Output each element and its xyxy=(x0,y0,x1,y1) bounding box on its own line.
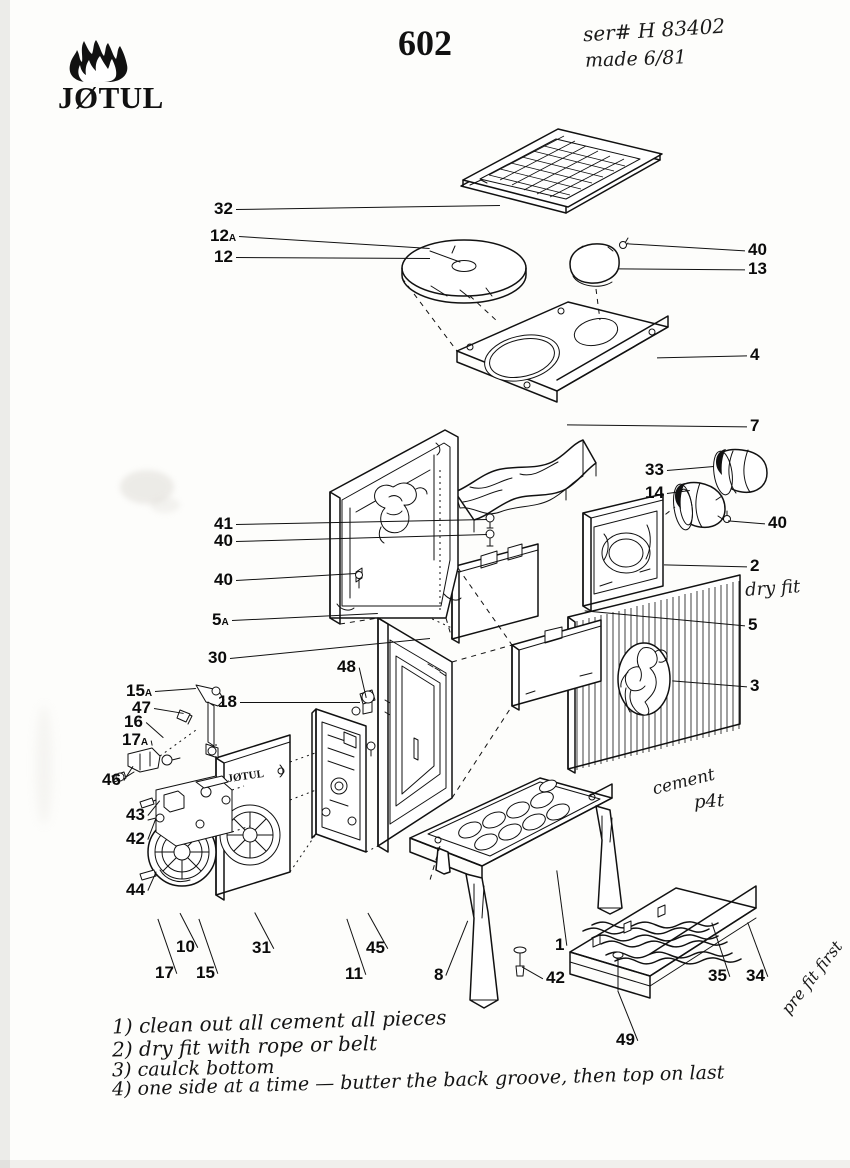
part-callout-11: 11 xyxy=(345,964,363,983)
part-callout-15A: 15A xyxy=(126,681,153,700)
part-callout-3: 3 xyxy=(750,676,760,695)
part-callout-43: 43 xyxy=(126,805,145,824)
part-callout-48: 48 xyxy=(337,657,356,676)
part-14-flue-collar-inner xyxy=(625,481,731,546)
bottom-plate-ribs xyxy=(458,779,570,851)
part-side-door-assembly xyxy=(311,708,367,853)
part-8-legs xyxy=(435,805,623,1009)
part-callout-16: 16 xyxy=(124,712,143,731)
part-4-top-plate xyxy=(401,277,669,403)
part-5-side-plate-right xyxy=(511,619,602,711)
part-callout-44: 44 xyxy=(126,880,145,899)
part-1-bottom-plate xyxy=(409,777,623,1009)
callout-suffix: A xyxy=(140,737,149,748)
front-door-brand-text: JØTUL xyxy=(227,768,265,785)
part-callout-40: 40 xyxy=(748,240,767,259)
grate-wavy-bars xyxy=(582,921,742,965)
part-callout-2: 2 xyxy=(750,556,760,575)
part-callout-5: 5 xyxy=(748,615,758,634)
part-3-ribbed-side-panel xyxy=(567,574,741,774)
part-callout-17A: 17A xyxy=(122,730,149,749)
part-callout-42: 42 xyxy=(126,829,145,848)
part-callout-14: 14 xyxy=(645,483,664,502)
page-title: 602 xyxy=(398,23,452,63)
part-7-baffle-plate xyxy=(454,439,597,533)
flame-icon xyxy=(69,40,128,82)
part-damper-linkage xyxy=(111,684,225,783)
callout-suffix: A xyxy=(144,688,153,699)
part-callout-7: 7 xyxy=(750,416,760,435)
part-13-flue-cover-cap xyxy=(569,237,629,287)
part-callout-47: 47 xyxy=(132,698,151,717)
part-callout-41: 41 xyxy=(214,514,233,533)
part-callout-30: 30 xyxy=(208,648,227,667)
part-callout-10: 10 xyxy=(176,937,195,956)
part-callout-32: 32 xyxy=(214,199,233,218)
part-callout-13: 13 xyxy=(748,259,767,278)
callout-suffix: A xyxy=(221,617,229,628)
part-35-bottom-grate xyxy=(569,885,757,999)
part-callout-12: 12 xyxy=(214,247,233,266)
scan-smudge xyxy=(36,705,52,825)
part-callout-46: 46 xyxy=(102,770,121,789)
part-callout-34: 34 xyxy=(746,966,765,985)
scan-smudge xyxy=(120,470,174,504)
brand-logo: JØTUL xyxy=(58,38,178,113)
scan-smudge xyxy=(150,497,180,513)
part-callout-35: 35 xyxy=(708,966,727,985)
lion-emblem xyxy=(617,642,671,716)
part-callout-33: 33 xyxy=(645,460,664,479)
callout-suffix: A xyxy=(228,233,237,244)
part-callout-1: 1 xyxy=(555,935,565,954)
part-callout-31: 31 xyxy=(252,938,271,957)
part-callout-17: 17 xyxy=(155,963,174,982)
part-11-front-door-frame xyxy=(377,617,513,853)
part-callout-40: 40 xyxy=(214,570,233,589)
part-callout-40: 40 xyxy=(768,513,787,532)
part-callout-45: 45 xyxy=(366,938,385,957)
part-12-round-cover-plate xyxy=(401,239,527,323)
part-callout-4: 4 xyxy=(750,345,760,364)
part-callout-8: 8 xyxy=(434,965,444,984)
part-2-back-plate xyxy=(582,493,664,612)
leader-line xyxy=(240,702,360,704)
scan-edge xyxy=(0,1160,850,1168)
part-callout-42: 42 xyxy=(546,968,565,987)
part-32-top-grille xyxy=(460,128,663,214)
part-callout-49: 49 xyxy=(616,1030,635,1049)
part-callout-12A: 12A xyxy=(210,226,237,245)
scan-edge xyxy=(0,0,10,1168)
part-5a-side-plate-left xyxy=(451,543,539,644)
part-callout-18: 18 xyxy=(218,692,237,711)
part-callout-5A: 5A xyxy=(212,610,229,629)
part-callout-15: 15 xyxy=(196,963,215,982)
part-left-door-frame xyxy=(329,429,513,646)
part-33-flue-collar-outer xyxy=(713,448,768,496)
brand-wordmark: JØTUL xyxy=(58,80,164,115)
part-10-draft-wheel xyxy=(139,744,251,887)
part-callout-40: 40 xyxy=(214,531,233,550)
